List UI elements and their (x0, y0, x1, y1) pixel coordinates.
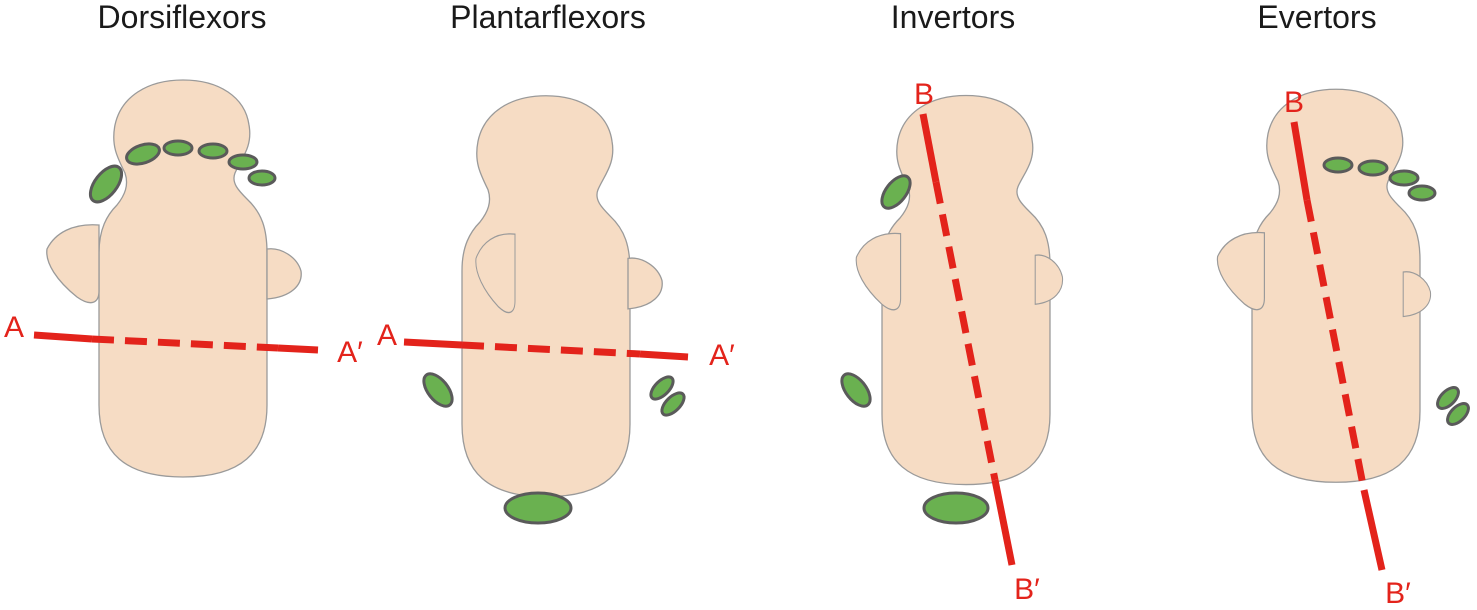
panel-title-dorsiflexors: Dorsiflexors (98, 0, 267, 35)
medial-malleolus (855, 232, 902, 311)
axis-start-label: A (4, 311, 24, 344)
muscle-group-dorsiflexors (88, 139, 277, 204)
panel-title-plantarflexors: Plantarflexors (450, 0, 646, 35)
muscle-tendon (660, 391, 686, 417)
muscle-tendon (227, 153, 259, 171)
muscle-tendon (88, 164, 124, 204)
muscle-tendon (197, 142, 229, 160)
muscle-tendon (1407, 184, 1437, 202)
axis-line-solid (919, 113, 940, 183)
medial-malleolus (46, 224, 100, 304)
rotation-axis-b (919, 113, 1016, 566)
muscle-tendon (840, 372, 872, 408)
axis-line-solid (639, 350, 689, 361)
axis-line-solid (277, 344, 319, 354)
panel-title-invertors: Invertors (891, 0, 1015, 35)
axis-line-dashed (461, 341, 641, 358)
lateral-malleolus (266, 248, 302, 300)
muscle-tendon (422, 372, 454, 408)
ankle-cross-section (46, 79, 302, 478)
muscle-tendon (1446, 402, 1470, 426)
axis-line-solid (1360, 489, 1386, 571)
axis-line-solid (1290, 121, 1311, 201)
muscle-tendon (1436, 386, 1460, 410)
muscle-tendon (1388, 169, 1420, 187)
axis-start-label: A (377, 319, 397, 352)
muscle-tendon (649, 375, 675, 401)
axis-end-label: A′ (709, 339, 735, 372)
axis-line-solid (991, 479, 1016, 566)
axis-end-label: A′ (337, 336, 363, 369)
panel-title-evertors: Evertors (1257, 0, 1376, 35)
muscle-tendon (247, 169, 277, 187)
muscle-group-invertors (840, 174, 990, 525)
axis-line-dashed (932, 181, 999, 481)
muscle-tendon (1357, 159, 1389, 177)
muscle-tendon (162, 139, 194, 157)
ankle-bone-outline (98, 79, 268, 478)
rotation-axis-a (33, 331, 319, 354)
rotation-axis-b (1290, 121, 1386, 571)
panel-evertors: Evertors B B′ (1216, 0, 1470, 610)
medial-malleolus (1216, 231, 1266, 311)
axis-start-label: B (1284, 86, 1304, 119)
muscle-tendon (125, 142, 161, 166)
lateral-malleolus (1402, 271, 1432, 318)
ankle-bone-outline (881, 94, 1051, 486)
muscle-tendon (880, 174, 912, 210)
muscle-tendon (922, 491, 990, 525)
ankle-bone-outline (1251, 88, 1421, 483)
panel-invertors: Invertors B B′ (840, 0, 1064, 606)
ankle-bone-outline (461, 95, 631, 498)
axis-line-solid (403, 338, 463, 349)
axis-line-solid (33, 331, 93, 343)
panel-plantarflexors: Plantarflexors A A′ (377, 0, 735, 525)
axis-line-dashed (1303, 199, 1368, 491)
axis-end-label: B′ (1014, 573, 1040, 606)
rotation-axis-a (403, 338, 689, 361)
muscle-tendon (503, 491, 573, 525)
panel-dorsiflexors: Dorsiflexors A A′ (4, 0, 363, 478)
axis-start-label: B (914, 78, 934, 111)
muscle-group-evertors (1322, 156, 1470, 426)
axis-end-label: B′ (1385, 577, 1411, 610)
muscle-group-plantarflexors (422, 372, 686, 525)
ankle-cross-section (461, 95, 663, 498)
lateral-malleolus (627, 257, 663, 310)
lateral-malleolus (1034, 254, 1064, 305)
muscle-tendon (1322, 156, 1354, 174)
